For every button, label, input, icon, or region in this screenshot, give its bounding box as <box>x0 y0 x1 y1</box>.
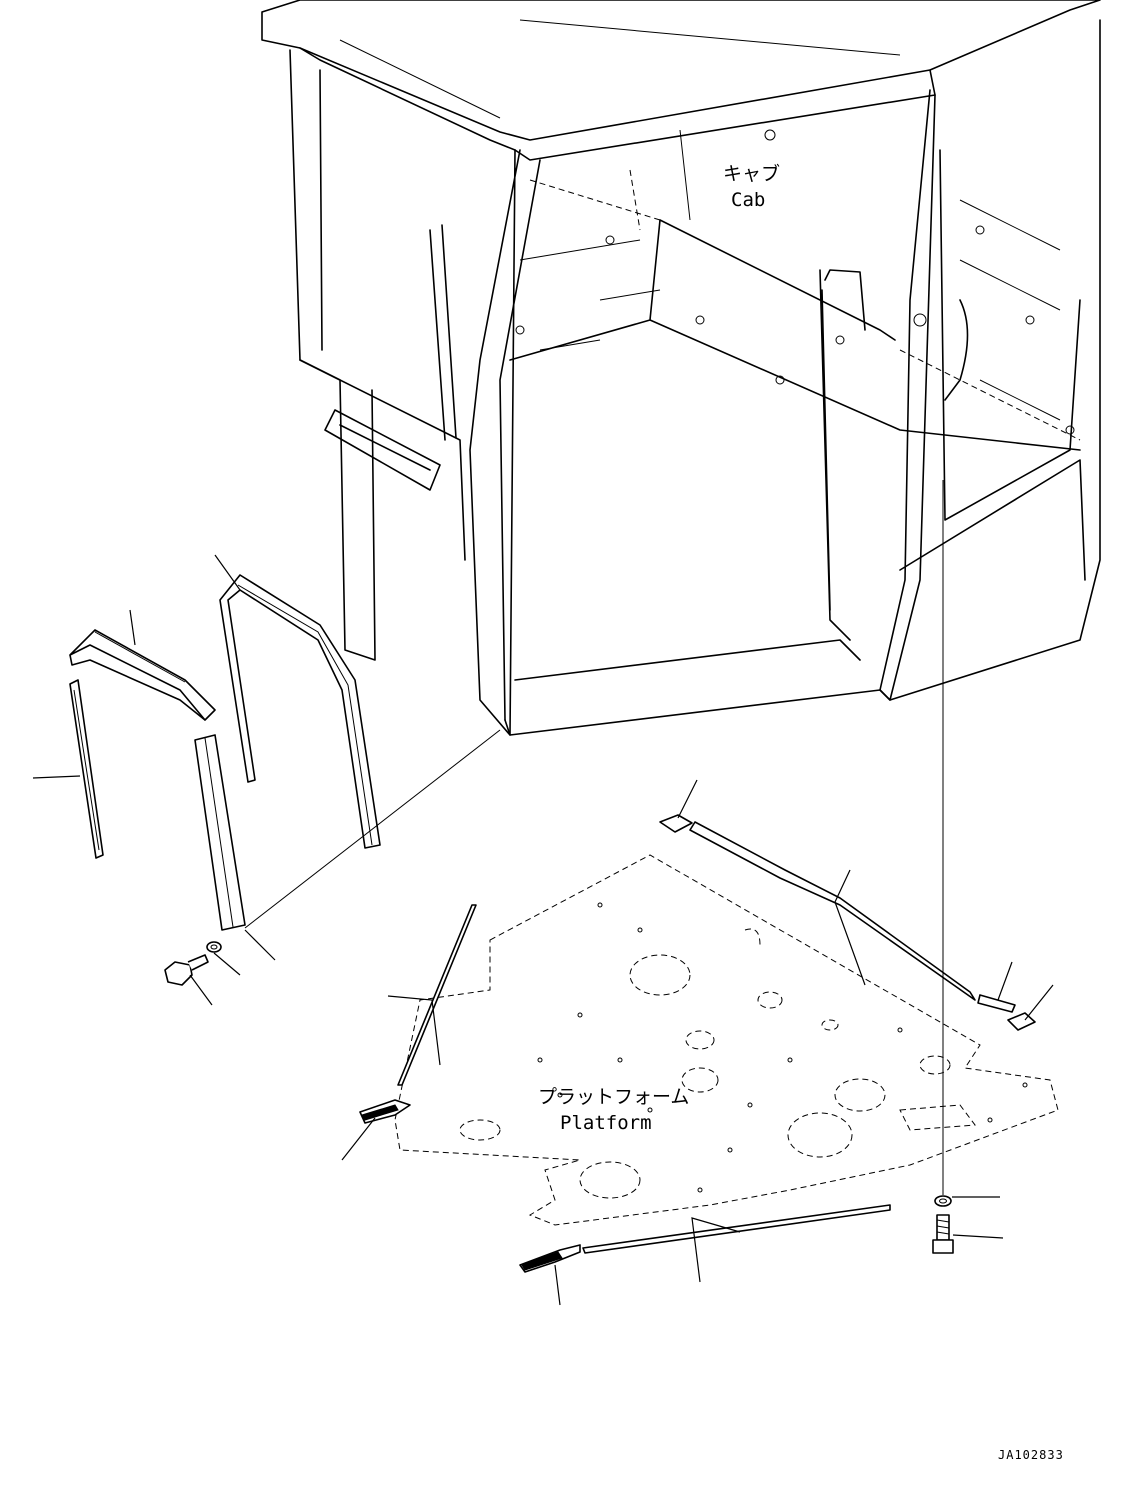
washer-right <box>934 1195 952 1207</box>
cab-frame: キャブ Cab <box>261 0 1101 736</box>
bolt-left <box>164 954 209 986</box>
seal-strip-lower <box>519 1204 891 1273</box>
cover-bracket <box>69 629 216 721</box>
cab-label-en: Cab <box>731 189 765 211</box>
guard-strip-left <box>69 679 104 859</box>
platform-label-jp: プラットフォーム <box>538 1086 689 1108</box>
platform-label-en: Platform <box>560 1112 652 1134</box>
platform-plate: プラットフォーム Platform <box>394 854 1059 1226</box>
drawing-code: JA102833 <box>998 1448 1064 1462</box>
leader-lines <box>32 554 1054 1306</box>
cover-arch <box>219 574 381 849</box>
seal-strip-upper <box>689 821 1016 1013</box>
washer-left <box>206 941 222 953</box>
seal-tip-left <box>359 1099 411 1124</box>
seal-strip-rod <box>397 904 477 1086</box>
bolt-right <box>932 1214 954 1254</box>
seal-pad-upper-left <box>659 814 693 833</box>
cab-label-jp: キャブ <box>723 162 780 185</box>
guard-strip-middle <box>194 734 246 931</box>
seal-pad-upper-right <box>1007 1012 1036 1031</box>
assembly-line-left <box>244 729 501 929</box>
